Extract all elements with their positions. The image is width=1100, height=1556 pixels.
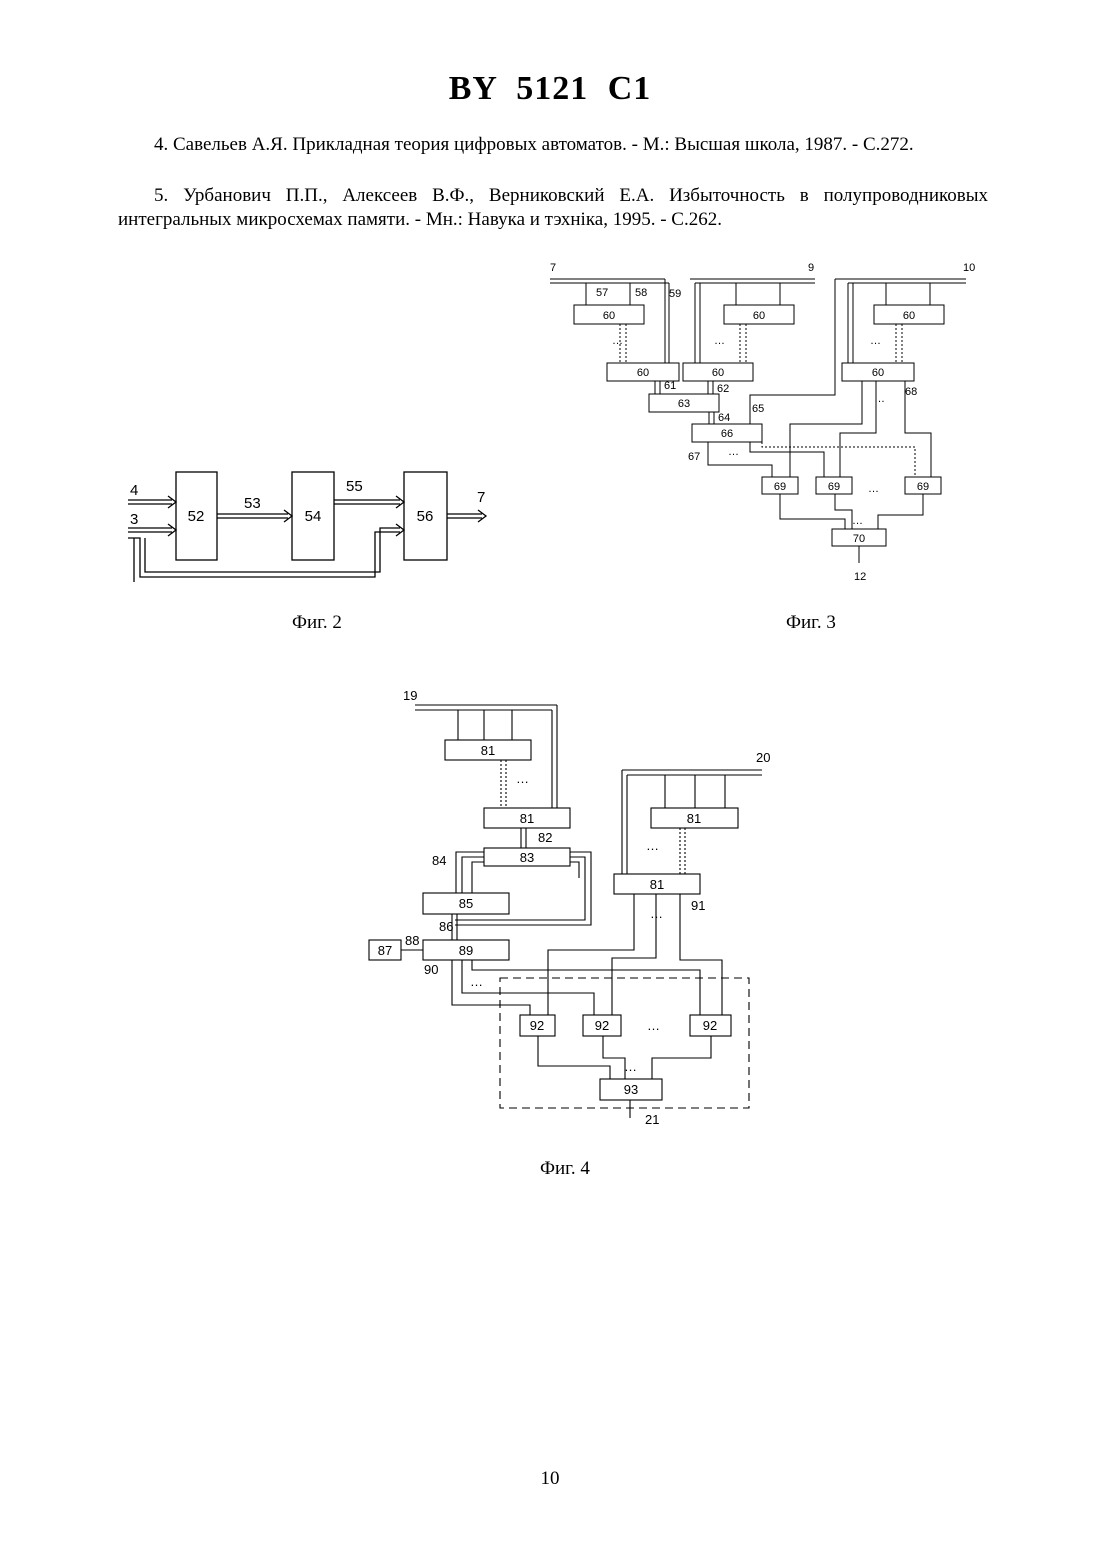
fig4-ellipsis-e: … <box>647 1018 660 1033</box>
fig4-block-81-d: 81 <box>650 877 664 892</box>
fig4-label-21: 21 <box>645 1112 659 1127</box>
fig4-block-93: 93 <box>624 1082 638 1097</box>
fig4-label-90: 90 <box>424 962 438 977</box>
fig4-label-82: 82 <box>538 830 552 845</box>
fig4-block-92-b: 92 <box>595 1018 609 1033</box>
fig4-label-19: 19 <box>403 688 417 703</box>
fig4-ellipsis-c: … <box>650 906 663 921</box>
fig4-block-89: 89 <box>459 943 473 958</box>
fig4-label-84: 84 <box>432 853 446 868</box>
fig4-label-88: 88 <box>405 933 419 948</box>
fig4-ellipsis-b: … <box>646 838 659 853</box>
figure-4-caption: Фиг. 4 <box>540 1158 590 1180</box>
fig4-block-92-a: 92 <box>530 1018 544 1033</box>
fig4-label-91: 91 <box>691 898 705 913</box>
fig4-block-83: 83 <box>520 850 534 865</box>
fig4-block-92-c: 92 <box>703 1018 717 1033</box>
fig4-block-81-b: 81 <box>520 811 534 826</box>
fig4-block-81-a: 81 <box>481 743 495 758</box>
fig4-block-85: 85 <box>459 896 473 911</box>
page-number: 10 <box>0 1468 1100 1490</box>
fig4-label-20: 20 <box>756 750 770 765</box>
fig4-label-86: 86 <box>439 919 453 934</box>
fig4-block-81-c: 81 <box>687 811 701 826</box>
fig4-ellipsis-a: … <box>516 771 529 786</box>
fig4-ellipsis-f: … <box>624 1059 637 1074</box>
fig4-block-87: 87 <box>378 943 392 958</box>
fig4-ellipsis-d: … <box>470 974 483 989</box>
